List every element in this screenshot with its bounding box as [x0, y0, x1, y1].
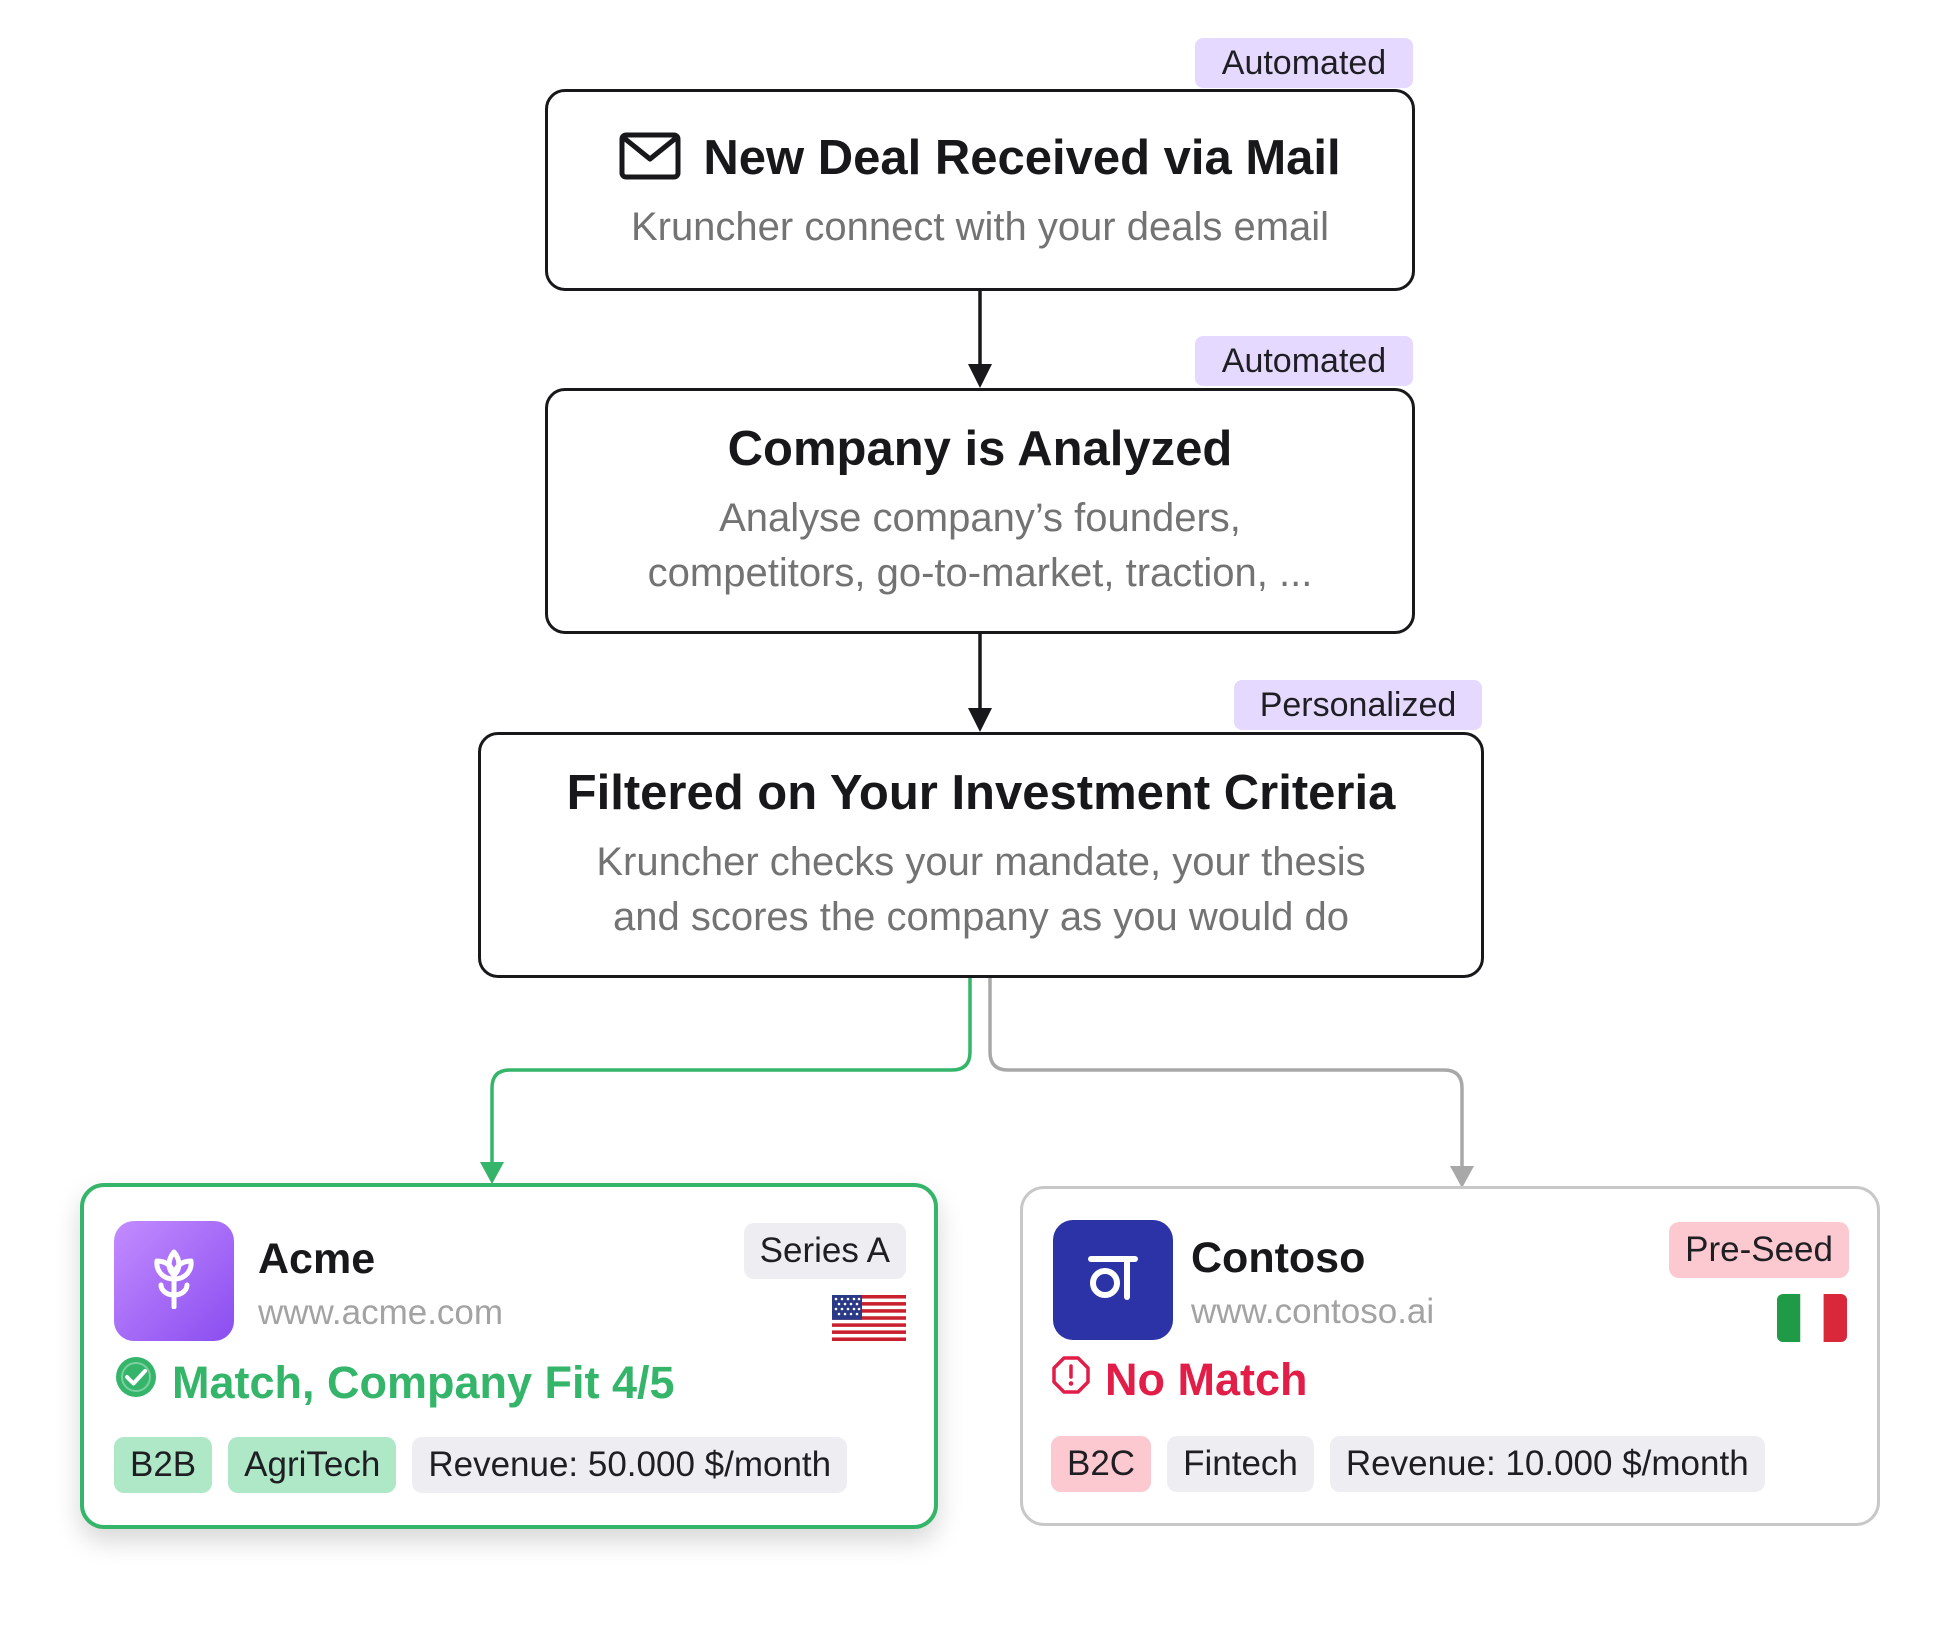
tag-chip: AgriTech [228, 1437, 397, 1493]
tag-chip: Fintech [1167, 1436, 1314, 1492]
us-flag-icon [832, 1295, 906, 1341]
company-logo [114, 1221, 234, 1341]
step-new-deal[interactable]: New Deal Received via Mail Kruncher conn… [545, 89, 1415, 291]
company-tags: B2B AgriTech Revenue: 50.000 $/month [114, 1437, 848, 1493]
step-description: Kruncher connect with your deals email [630, 205, 1330, 249]
no-match-status-label: No Match [1105, 1354, 1308, 1405]
step-tag-automated: Automated [1195, 38, 1413, 88]
check-circle-icon [114, 1355, 158, 1410]
alert-octagon-icon [1051, 1354, 1091, 1406]
revenue-chip: Revenue: 50.000 $/month [412, 1437, 848, 1493]
step-description-line: competitors, go-to-market, traction, ... [647, 551, 1313, 595]
stage-badge: Pre-Seed [1669, 1222, 1849, 1278]
step-title: Company is Analyzed [727, 422, 1233, 476]
step-filtered-criteria[interactable]: Filtered on Your Investment Criteria Kru… [478, 732, 1484, 978]
company-tags: B2C Fintech Revenue: 10.000 $/month [1051, 1436, 1765, 1492]
revenue-chip: Revenue: 10.000 $/month [1329, 1436, 1765, 1492]
contoso-logo-icon [1083, 1253, 1143, 1308]
arrow-step2-to-step3 [968, 634, 992, 732]
no-match-status: No Match [1051, 1354, 1308, 1406]
stage-badge: Series A [743, 1223, 906, 1279]
step-description-line: Analyse company’s founders, [719, 496, 1241, 540]
company-url[interactable]: www.acme.com [258, 1293, 504, 1332]
arrow-match-branch [480, 977, 972, 1184]
company-card-acme[interactable]: Acme www.acme.com Series A [80, 1183, 938, 1529]
step-title: New Deal Received via Mail [703, 131, 1341, 185]
step-description-line: and scores the company as you would do [613, 895, 1349, 939]
tag-chip: B2B [114, 1437, 213, 1493]
company-card-contoso[interactable]: Contoso www.contoso.ai Pre-Seed No Match… [1020, 1186, 1880, 1526]
match-status-label: Match, Company Fit 4/5 [172, 1356, 675, 1408]
step-company-analyzed[interactable]: Company is Analyzed Analyse company’s fo… [545, 388, 1415, 634]
step-tag-personalized: Personalized [1234, 680, 1482, 730]
mail-icon [619, 132, 681, 185]
tag-chip: B2C [1051, 1436, 1152, 1492]
company-name: Acme [258, 1235, 376, 1283]
step-title: Filtered on Your Investment Criteria [566, 766, 1396, 820]
company-name: Contoso [1191, 1234, 1366, 1282]
company-logo [1053, 1220, 1173, 1340]
company-url[interactable]: www.contoso.ai [1191, 1292, 1435, 1331]
match-status: Match, Company Fit 4/5 [114, 1355, 675, 1410]
step-tag-automated: Automated [1195, 336, 1413, 386]
arrow-no-match-branch [988, 977, 1474, 1188]
sprout-icon [147, 1249, 201, 1314]
italy-flag-icon [1777, 1294, 1847, 1342]
arrow-step1-to-step2 [968, 290, 992, 388]
step-description-line: Kruncher checks your mandate, your thesi… [596, 840, 1366, 884]
